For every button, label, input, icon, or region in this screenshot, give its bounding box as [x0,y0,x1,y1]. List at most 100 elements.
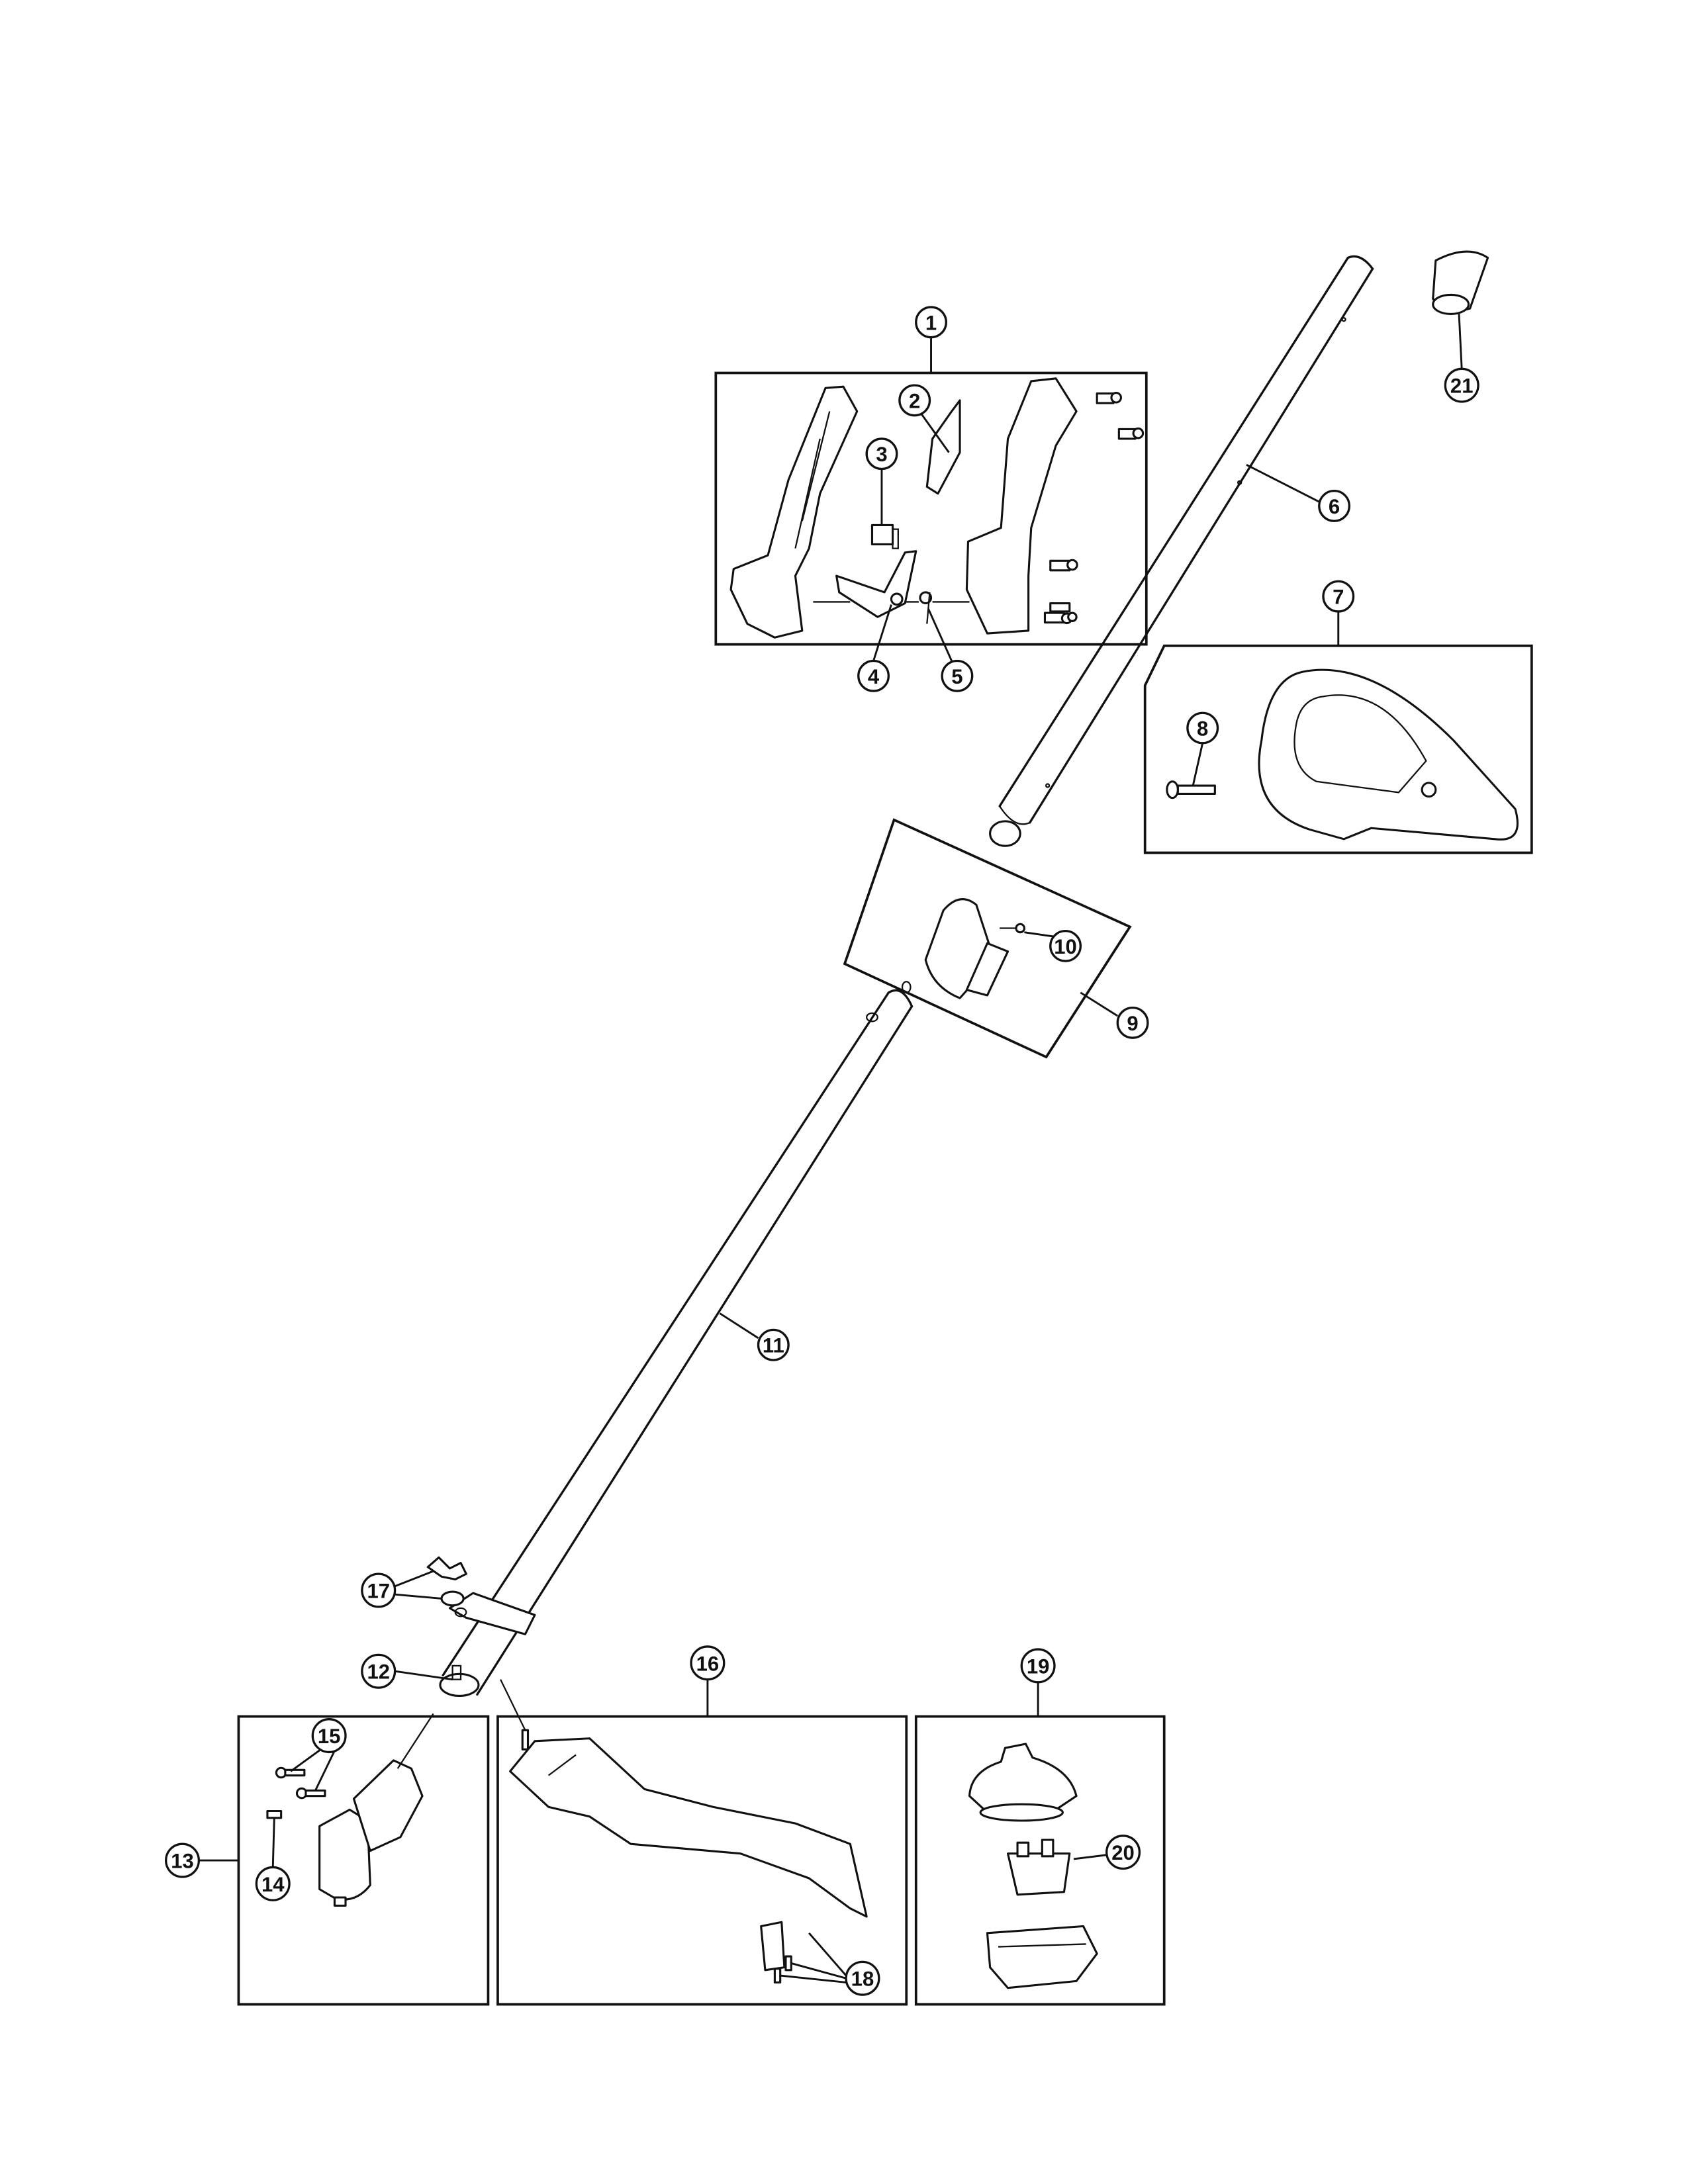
housing-screws [275,1766,326,1799]
trimmer-head [968,1743,1078,1822]
spring [919,591,933,624]
handle-left-half [729,385,859,639]
spool-cover [986,1925,1098,1989]
leader-line [872,604,892,661]
handle-right-half [965,377,1078,635]
callout-14: 14 [255,1817,291,1901]
box-coupler [843,818,1132,1059]
leader-line [927,608,953,662]
leader-line [719,1312,759,1340]
callout-number: 3 [876,443,887,466]
callout-13: 13 [164,1843,239,1878]
callout-4: 4 [857,604,892,692]
callout-21: 21 [1444,314,1479,403]
callout-8: 8 [1186,711,1219,786]
callout-circle [255,1866,291,1901]
callout-9: 9 [1080,991,1149,1039]
leader-line [808,1932,847,1977]
end-cap [1432,250,1489,315]
callout-18: 18 [780,1932,880,1996]
leader-line [395,1593,442,1600]
callout-number: 21 [1450,375,1474,398]
lock-off-lever [925,399,961,495]
handle-bolt [1166,780,1216,799]
callout-number: 9 [1127,1012,1138,1035]
callout-circle [1020,1648,1056,1684]
callout-number: 20 [1111,1841,1135,1864]
callout-number: 11 [763,1334,784,1357]
callout-circle [1049,929,1082,962]
callout-16: 16 [690,1645,726,1717]
spool [1006,1839,1071,1896]
leader-line [1246,464,1320,503]
callout-11: 11 [719,1312,790,1361]
callout-circle [361,1572,397,1608]
leader-line [790,1962,847,1979]
callout-17: 17 [361,1570,442,1608]
callout-5: 5 [927,608,974,692]
leader-line [1024,931,1054,938]
callout-3: 3 [865,437,898,525]
callout-number: 19 [1027,1655,1050,1678]
callout-7: 7 [1322,580,1355,646]
callout-circle [915,306,947,339]
callout-15: 15 [290,1718,347,1792]
switch [870,523,899,549]
handle-screws [1043,391,1145,625]
leader-line [780,1974,847,1983]
leader-line [395,1570,434,1588]
trigger [835,550,917,618]
callout-number: 1 [925,311,937,334]
leader-line [271,1817,275,1868]
pin [266,1809,283,1819]
callout-circle [1322,580,1355,613]
coupler [924,898,1025,999]
callout-number: 6 [1329,495,1340,518]
leader-line [1192,743,1204,786]
leader-line [395,1670,453,1681]
callout-1: 1 [915,306,947,373]
callout-circle [845,1960,880,1996]
callout-number: 8 [1197,717,1208,741]
callout-10: 10 [1024,929,1082,962]
callout-19: 19 [1020,1648,1056,1717]
callout-circle [757,1328,790,1361]
callout-circle [1444,367,1479,403]
callout-20: 20 [1073,1835,1141,1870]
leader-line [920,413,950,453]
callout-circle [941,659,974,692]
callout-circle [865,437,898,471]
callout-6: 6 [1246,464,1350,522]
callout-number: 13 [171,1850,194,1873]
callout-number: 16 [696,1652,720,1675]
callout-circle [311,1718,347,1754]
aux-handle [1258,668,1519,841]
leader-line [314,1750,336,1792]
callout-number: 2 [909,389,920,412]
callout-number: 7 [1333,586,1344,609]
callout-number: 18 [851,1968,874,1991]
callout-circle [857,659,890,692]
guard [500,1679,868,1983]
callout-circle [898,384,931,417]
box-trimmer-head [914,1715,1166,2006]
callout-circle [164,1843,201,1878]
callout-number: 10 [1054,935,1077,958]
callout-number: 4 [868,665,880,688]
callout-2: 2 [898,384,950,453]
box-aux-handle [1143,644,1533,854]
callout-circle [690,1645,726,1681]
callout-number: 17 [367,1580,390,1603]
callout-circle [1116,1006,1149,1039]
lower-shaft [439,981,914,1698]
callout-circle [361,1653,397,1689]
callout-circle [1318,489,1350,522]
motor-housing [318,1713,434,1907]
callout-circle [1186,711,1219,745]
leader-line [1080,991,1119,1017]
leader-line [290,1749,322,1772]
callout-number: 12 [367,1661,390,1684]
callout-number: 5 [951,665,962,688]
upper-shaft [989,255,1374,847]
